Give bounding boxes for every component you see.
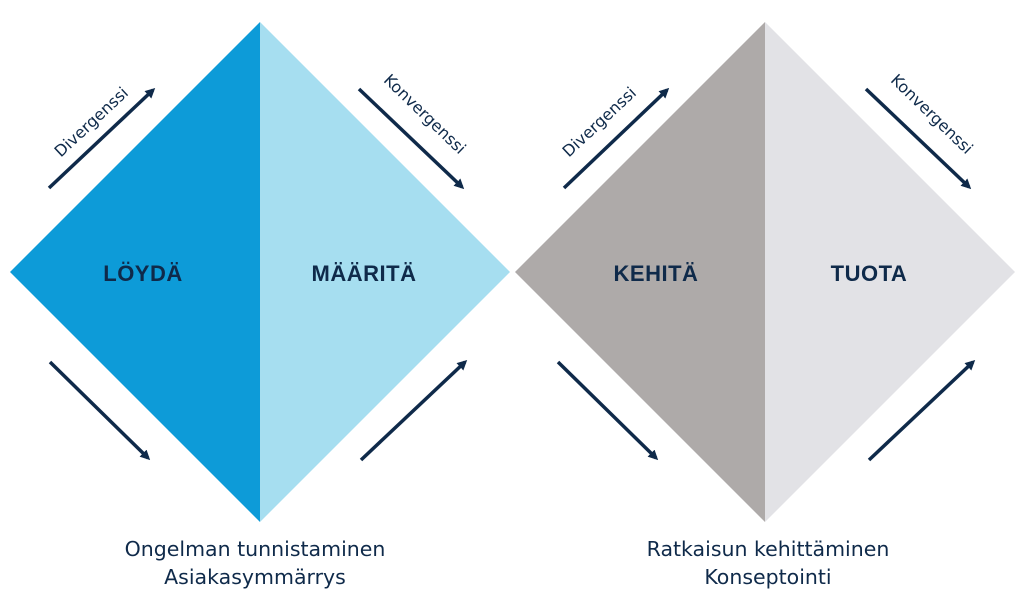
- convergence-label: Konvergenssi: [887, 70, 977, 158]
- kehita-half: [515, 22, 765, 522]
- maarita-label: MÄÄRITÄ: [312, 261, 417, 286]
- divergence-arrow: [47, 87, 156, 190]
- convergence-label: Konvergenssi: [380, 70, 470, 158]
- divergence-arrow: [562, 87, 670, 190]
- caption-line-1: Ongelman tunnistaminen: [125, 537, 386, 561]
- tuota-half: [765, 22, 1015, 522]
- tuota-label: TUOTA: [831, 261, 908, 286]
- loyda-half: [10, 22, 260, 522]
- convergence-arrow: [864, 87, 972, 190]
- caption-line-1: Ratkaisun kehittäminen: [647, 537, 890, 561]
- divergence-label: Divergenssi: [559, 83, 640, 161]
- lower-left-arrow: [48, 360, 151, 461]
- lower-right-arrow: [359, 359, 468, 462]
- loyda-label: LÖYDÄ: [103, 261, 183, 286]
- lower-left-arrow: [556, 360, 659, 461]
- lower-right-arrow: [867, 359, 976, 462]
- diamond-discover-define: LÖYDÄ MÄÄRITÄ Divergenssi Konvergenssi O…: [10, 22, 510, 589]
- diamond-develop-deliver: KEHITÄ TUOTA Divergenssi Konvergenssi Ra…: [515, 22, 1015, 589]
- convergence-arrow: [357, 87, 465, 190]
- maarita-half: [260, 22, 510, 522]
- caption-line-2: Konseptointi: [704, 565, 831, 589]
- kehita-label: KEHITÄ: [614, 261, 699, 286]
- caption-line-2: Asiakasymmärrys: [164, 565, 346, 589]
